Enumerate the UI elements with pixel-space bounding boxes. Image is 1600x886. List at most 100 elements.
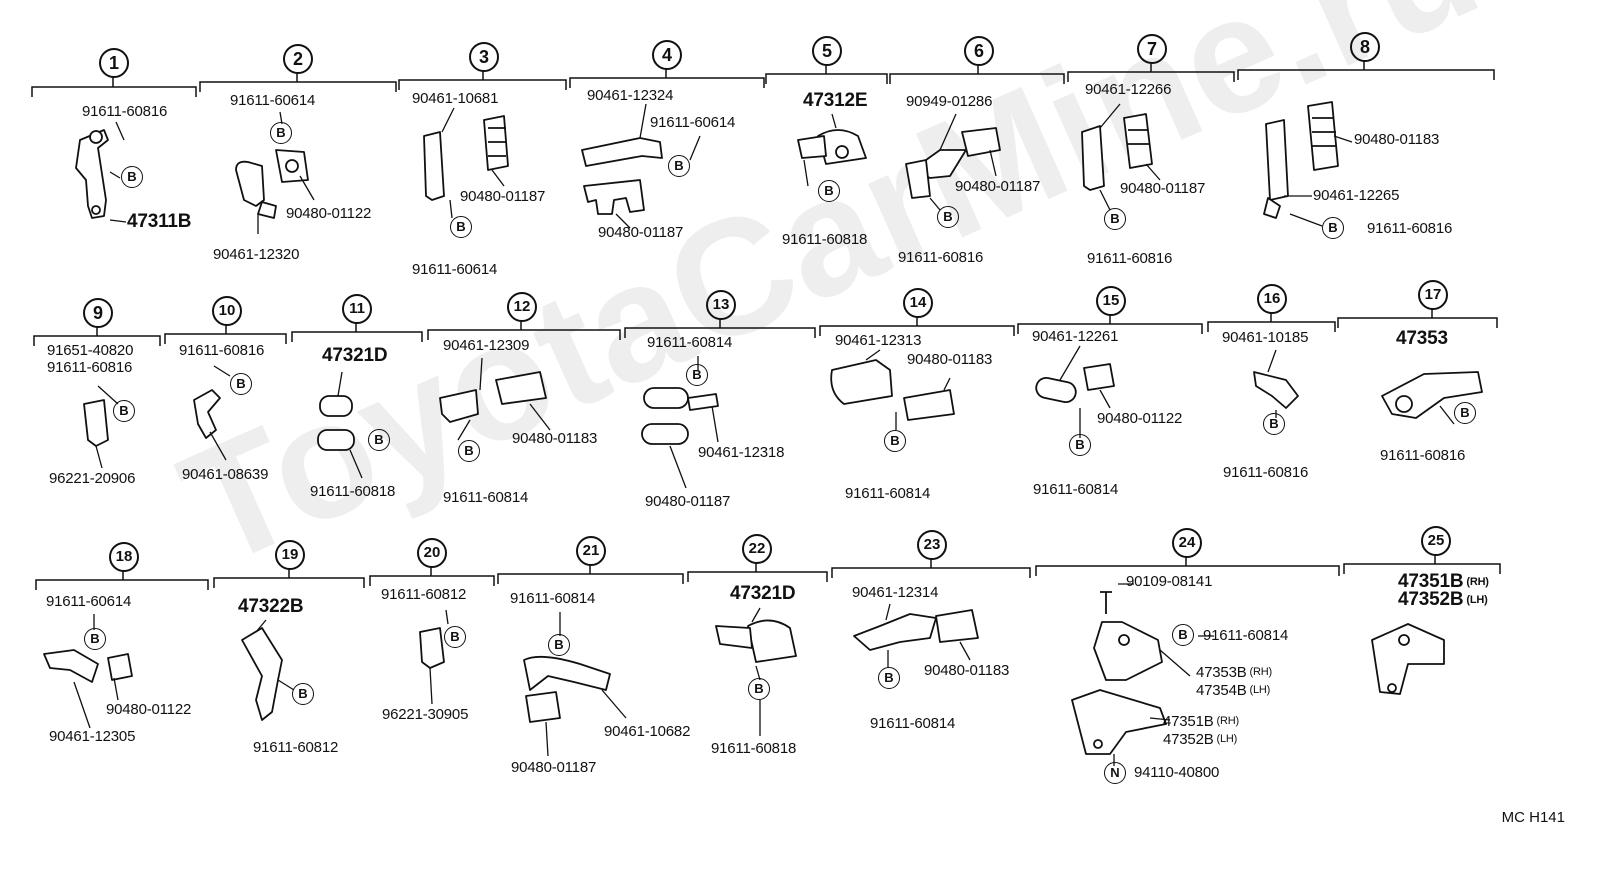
part-number-label: 47354B(LH) (1196, 682, 1270, 699)
group-bracket (291, 331, 423, 342)
index-circle-17: 17 (1418, 280, 1448, 310)
part-number-label: 90461-12320 (213, 246, 300, 263)
part-sketch-12 (439, 371, 547, 423)
bubble-b: B (878, 667, 900, 689)
bubble-b: B (458, 440, 480, 462)
group-bracket (398, 79, 567, 90)
index-circle-18: 18 (109, 542, 139, 572)
side-rh-suffix: (RH) (1249, 666, 1273, 678)
index-circle-7: 7 (1137, 34, 1167, 64)
index-circle-25: 25 (1421, 526, 1451, 556)
index-circle-21: 21 (576, 536, 606, 566)
part-number-label: 91651-40820 (47, 342, 134, 359)
bubble-b: B (230, 373, 252, 395)
group-bracket (427, 329, 621, 340)
part-number: 47352B (1163, 731, 1214, 748)
part-number-label: 91611-60614 (650, 114, 736, 131)
part-number-label: 90461-12309 (443, 337, 530, 354)
part-number-label: 94110-40800 (1134, 764, 1220, 781)
part-sketch-4 (581, 137, 663, 215)
group-bracket (1237, 69, 1495, 80)
part-number-label: 91611-60814 (1203, 627, 1289, 644)
part-number-label: 90461-12313 (835, 332, 922, 349)
part-number-label: 91611-60816 (1223, 464, 1309, 481)
part-number-label: 91611-60814 (870, 715, 956, 732)
part-number-label: 90480-01187 (598, 224, 684, 241)
part-number-label: 47311B (127, 211, 192, 232)
part-number-label: 47312E (803, 90, 868, 111)
index-circle-1: 1 (99, 48, 129, 78)
part-sketch-22 (715, 619, 797, 663)
bubble-b: B (748, 678, 770, 700)
part-number-label: 90461-12266 (1085, 81, 1172, 98)
part-sketch-16 (1253, 371, 1299, 409)
group-bracket (31, 86, 197, 97)
part-number-label: 47352B(LH) (1163, 731, 1237, 748)
group-bracket (497, 573, 684, 584)
part-number-label: 91611-60812 (381, 586, 467, 603)
part-number-label: 91611-60814 (1033, 481, 1119, 498)
part-number-label: 91611-60818 (782, 231, 868, 248)
bubble-b: B (1104, 208, 1126, 230)
part-number: 47351B (1163, 713, 1214, 730)
index-circle-11: 11 (342, 294, 372, 324)
part-sketch-6 (905, 127, 1001, 199)
side-lh-suffix: (LH) (1466, 594, 1488, 606)
group-bracket (831, 567, 1031, 578)
part-number-label: 90480-01187 (645, 493, 731, 510)
bubble-b: B (548, 634, 570, 656)
part-sketch-24 (1071, 591, 1167, 755)
group-bracket (199, 81, 397, 92)
part-sketch-25 (1371, 623, 1445, 695)
part-sketch-10 (193, 389, 221, 439)
group-bracket (369, 575, 495, 586)
part-number: 47352B (1398, 589, 1464, 610)
index-circle-24: 24 (1172, 528, 1202, 558)
part-sketch-8 (1263, 101, 1339, 219)
bubble-b: B (1069, 434, 1091, 456)
part-number: 47351B (1398, 571, 1464, 592)
part-number-label: 91611-60816 (1087, 250, 1173, 267)
index-circle-2: 2 (283, 44, 313, 74)
part-number-label: 47322B (238, 596, 304, 617)
index-circle-5: 5 (812, 36, 842, 66)
index-circle-16: 16 (1257, 284, 1287, 314)
part-number-label: 90480-01187 (1120, 180, 1206, 197)
part-number-label: 90480-01187 (460, 188, 546, 205)
drawing-code: MC H141 (1501, 809, 1565, 826)
group-bracket (1337, 317, 1498, 328)
index-circle-15: 15 (1096, 286, 1126, 316)
group-bracket (687, 571, 828, 582)
part-number-label: 90461-12265 (1313, 187, 1400, 204)
part-number-label: 90109-08141 (1126, 573, 1213, 590)
part-number-label: 90461-08639 (182, 466, 269, 483)
group-bracket (213, 577, 365, 588)
index-circle-14: 14 (903, 288, 933, 318)
part-number-label: 47353B(RH) (1196, 664, 1272, 681)
part-sketch-19 (241, 627, 283, 721)
part-sketch-20 (419, 627, 445, 669)
index-circle-4: 4 (652, 40, 682, 70)
bubble-b: B (270, 122, 292, 144)
bubble-b: B (292, 683, 314, 705)
part-sketch-13 (641, 387, 719, 445)
index-circle-19: 19 (275, 540, 305, 570)
bubble-b: B (1172, 624, 1194, 646)
part-number-label: 91611-60814 (510, 590, 596, 607)
part-number-label: 91611-60816 (82, 103, 168, 120)
bubble-b: B (444, 626, 466, 648)
part-number-label: 91611-60814 (845, 485, 931, 502)
part-sketch-21 (523, 655, 611, 723)
part-sketch-11 (317, 395, 355, 451)
group-bracket (765, 73, 888, 84)
bubble-b: B (668, 155, 690, 177)
part-sketch-17 (1381, 371, 1483, 419)
group-bracket (35, 579, 209, 590)
bubble-b: B (818, 180, 840, 202)
index-circle-13: 13 (706, 290, 736, 320)
index-circle-6: 6 (964, 36, 994, 66)
part-number-label: 91611-60814 (647, 334, 733, 351)
part-number-label: 90480-01122 (106, 701, 192, 718)
